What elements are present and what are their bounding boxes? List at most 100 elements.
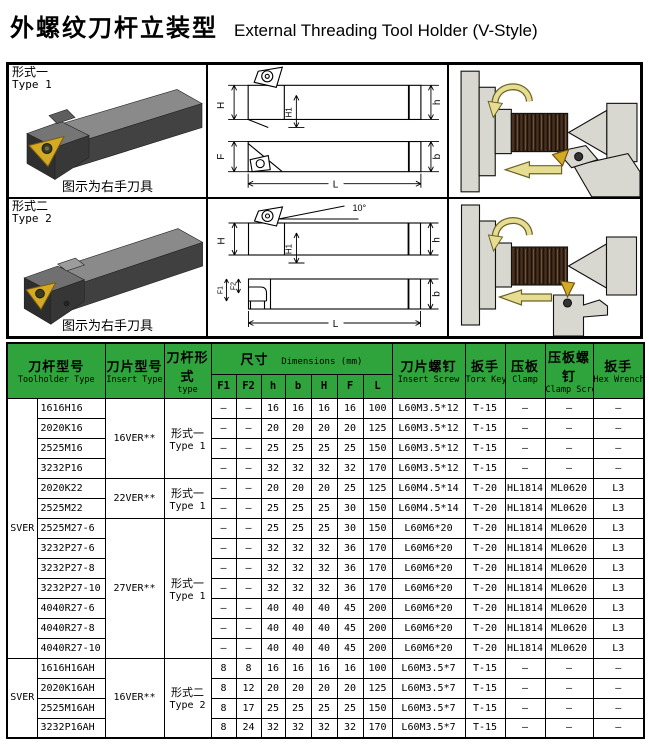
dim-cell-F2: 24	[235, 717, 262, 739]
dim-label-H: H	[217, 237, 228, 244]
dim-cell-F: 25	[336, 437, 364, 459]
dim-cell-F: 45	[336, 597, 364, 619]
dim-cell-L: 170	[362, 557, 393, 579]
model-cell: 3232P27-10	[36, 577, 106, 599]
type2-caption: 图示为右手刀具	[61, 318, 153, 333]
col-header-clamp-screw: 压板螺钉 Clamp Screw	[544, 342, 594, 399]
dim-cell-b: 20	[284, 677, 312, 699]
dim-cell-F2: –	[235, 497, 262, 519]
type1-toolholder-photo	[26, 89, 203, 181]
dim-cell-F: 32	[336, 457, 364, 479]
lathe-chuck	[460, 204, 513, 326]
header-row-dims: F1 F2 h b H F L	[7, 373, 644, 399]
type1-drawing-cell: H H1 h F b L	[207, 64, 448, 198]
type2-dimension-drawing: 10° H H1 h F2 F1	[217, 203, 443, 330]
dim-cell-F1: 8	[210, 677, 237, 699]
dim-cell-L: 170	[362, 717, 393, 739]
clamp-screw-cell: –	[544, 417, 594, 439]
dim-cell-F1: –	[210, 537, 237, 559]
dim-cell-b: 20	[284, 477, 312, 499]
clamp-cell: HL1814	[504, 577, 546, 599]
gold-insert	[25, 282, 70, 311]
dim-cell-F2: 12	[235, 677, 262, 699]
torx-key-cell: T-15	[464, 417, 506, 439]
clamp-screw-cell: ML0620	[544, 617, 594, 639]
clamp-cell: HL1814	[504, 557, 546, 579]
insert-screw-cell: L60M6*20	[391, 577, 466, 599]
model-cell: 2525M22	[36, 497, 106, 519]
dim-cell-h: 40	[260, 617, 286, 639]
dim-cell-L: 150	[362, 437, 393, 459]
toolholder-body	[26, 89, 203, 181]
dim-label-H1: H1	[285, 243, 294, 254]
insert-type-cell: 16VER**	[104, 397, 165, 479]
dim-cell-L: 200	[362, 637, 393, 659]
dim-cell-h: 20	[260, 477, 286, 499]
torx-key-cell: T-20	[464, 557, 506, 579]
model-cell: 3232P27-8	[36, 557, 106, 579]
torx-key-cell: T-20	[464, 637, 506, 659]
insert-screw-cell: L60M3.5*7	[391, 657, 466, 679]
dim-cell-h: 40	[260, 597, 286, 619]
dim-cell-H: 40	[310, 617, 338, 639]
form-label-en: Type 1	[169, 590, 206, 602]
hex-wrench-cell: L3	[592, 597, 645, 619]
dim-cell-H: 40	[310, 637, 338, 659]
clamp-cell: HL1814	[504, 497, 546, 519]
hex-wrench-cell: L3	[592, 517, 645, 539]
dim-cell-F: 20	[336, 417, 364, 439]
dim-cell-F1: 8	[210, 717, 237, 739]
model-cell: 2020K22	[36, 477, 106, 499]
dim-cell-h: 25	[260, 437, 286, 459]
clamp-screw-cell: –	[544, 677, 594, 699]
col-header-form: 刀杆形式 type	[163, 342, 212, 399]
hex-wrench-cell: L3	[592, 537, 645, 559]
dim-cell-F2: –	[235, 557, 262, 579]
dim-cell-F2: 17	[235, 697, 262, 719]
insert-screw-cell: L60M3.5*12	[391, 397, 466, 419]
insert-screw-cell: L60M6*20	[391, 537, 466, 559]
dim-cell-F2: –	[235, 417, 262, 439]
torx-key-cell: T-15	[464, 697, 506, 719]
dim-cell-F1: –	[210, 437, 237, 459]
model-cell: 3232P16	[36, 457, 106, 479]
model-cell: 1616H16AH	[36, 657, 106, 679]
type1-caption: 图示为右手刀具	[61, 179, 153, 194]
dim-cell-F1: –	[210, 557, 237, 579]
dim-cell-b: 32	[284, 577, 312, 599]
col-header-insert-type: 刀片型号 Insert Type	[104, 342, 165, 399]
clamp-cell: HL1814	[504, 517, 546, 539]
dim-cell-L: 170	[362, 577, 393, 599]
dim-cell-h: 25	[260, 517, 286, 539]
clamp-screw-cell: ML0620	[544, 477, 594, 499]
dim-cell-H: 16	[310, 397, 338, 419]
dim-cell-F: 36	[336, 537, 364, 559]
dim-label-h: h	[432, 237, 443, 243]
form-label-en: Type 1	[169, 500, 206, 512]
top-view-dims	[228, 222, 439, 264]
dim-cell-h: 32	[260, 457, 286, 479]
dim-label-L: L	[333, 319, 339, 330]
clamp-cell: –	[504, 697, 546, 719]
dim-cell-b: 32	[284, 537, 312, 559]
dim-cell-F: 36	[336, 557, 364, 579]
spec-table: 刀杆型号 Toolholder Type 刀片型号 Insert Type 刀杆…	[6, 342, 646, 739]
threading-tool	[552, 280, 609, 336]
dim-cell-H: 20	[310, 477, 338, 499]
dim-cell-F1: 8	[210, 657, 237, 679]
dim-cell-h: 16	[260, 397, 286, 419]
dim-cell-h: 20	[260, 417, 286, 439]
dim-cell-h: 32	[260, 537, 286, 559]
clamp-screw-cell: ML0620	[544, 537, 594, 559]
brand-cell: SVER	[6, 657, 38, 739]
dim-col-F2: F2	[235, 373, 262, 399]
clamp-cell: –	[504, 417, 546, 439]
torx-key-cell: T-15	[464, 397, 506, 419]
insert-screw-cell: L60M6*20	[391, 597, 466, 619]
model-cell: 3232P27-6	[36, 537, 106, 559]
